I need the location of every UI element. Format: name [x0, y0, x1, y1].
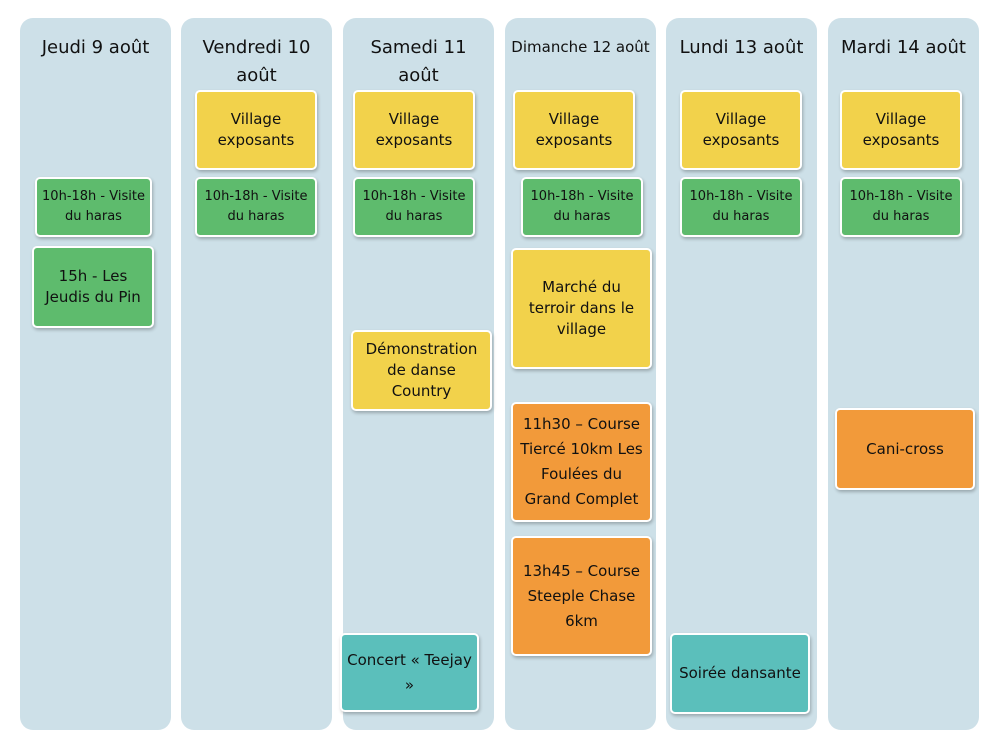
event-village-exposants[interactable]: Village exposants: [840, 90, 962, 170]
event-visite-haras[interactable]: 10h-18h - Visite du haras: [35, 177, 152, 237]
event-village-exposants[interactable]: Village exposants: [195, 90, 317, 170]
event-cani-cross[interactable]: Cani-cross: [835, 408, 975, 490]
event-village-exposants[interactable]: Village exposants: [353, 90, 475, 170]
day-title: Vendredi 10 août: [202, 37, 311, 86]
event-visite-haras[interactable]: 10h-18h - Visite du haras: [195, 177, 317, 237]
event-village-exposants[interactable]: Village exposants: [513, 90, 635, 170]
day-title: Jeudi 9 août: [41, 37, 150, 58]
event-soiree-dansante[interactable]: Soirée dansante: [670, 633, 810, 714]
event-course-steeple[interactable]: 13h45 – Course Steeple Chase 6km: [511, 536, 652, 656]
event-concert-teejay[interactable]: Concert « Teejay »: [340, 633, 479, 712]
event-visite-haras[interactable]: 10h-18h - Visite du haras: [680, 177, 802, 237]
day-title: Mardi 14 août: [841, 37, 966, 58]
event-visite-haras[interactable]: 10h-18h - Visite du haras: [353, 177, 475, 237]
day-title: Lundi 13 août: [679, 37, 804, 58]
day-column-jeudi: Jeudi 9 août: [20, 18, 171, 730]
event-visite-haras[interactable]: 10h-18h - Visite du haras: [521, 177, 643, 237]
event-demonstration-danse[interactable]: Démonstration de danse Country: [351, 330, 492, 411]
event-course-tierce[interactable]: 11h30 – Course Tiercé 10km Les Foulées d…: [511, 402, 652, 522]
event-jeudis-du-pin[interactable]: 15h - Les Jeudis du Pin: [32, 246, 154, 328]
event-visite-haras[interactable]: 10h-18h - Visite du haras: [840, 177, 962, 237]
day-title: Dimanche 12 août: [511, 38, 650, 56]
event-marche-terroir[interactable]: Marché du terroir dans le village: [511, 248, 652, 369]
day-title: Samedi 11 août: [370, 37, 467, 86]
event-village-exposants[interactable]: Village exposants: [680, 90, 802, 170]
